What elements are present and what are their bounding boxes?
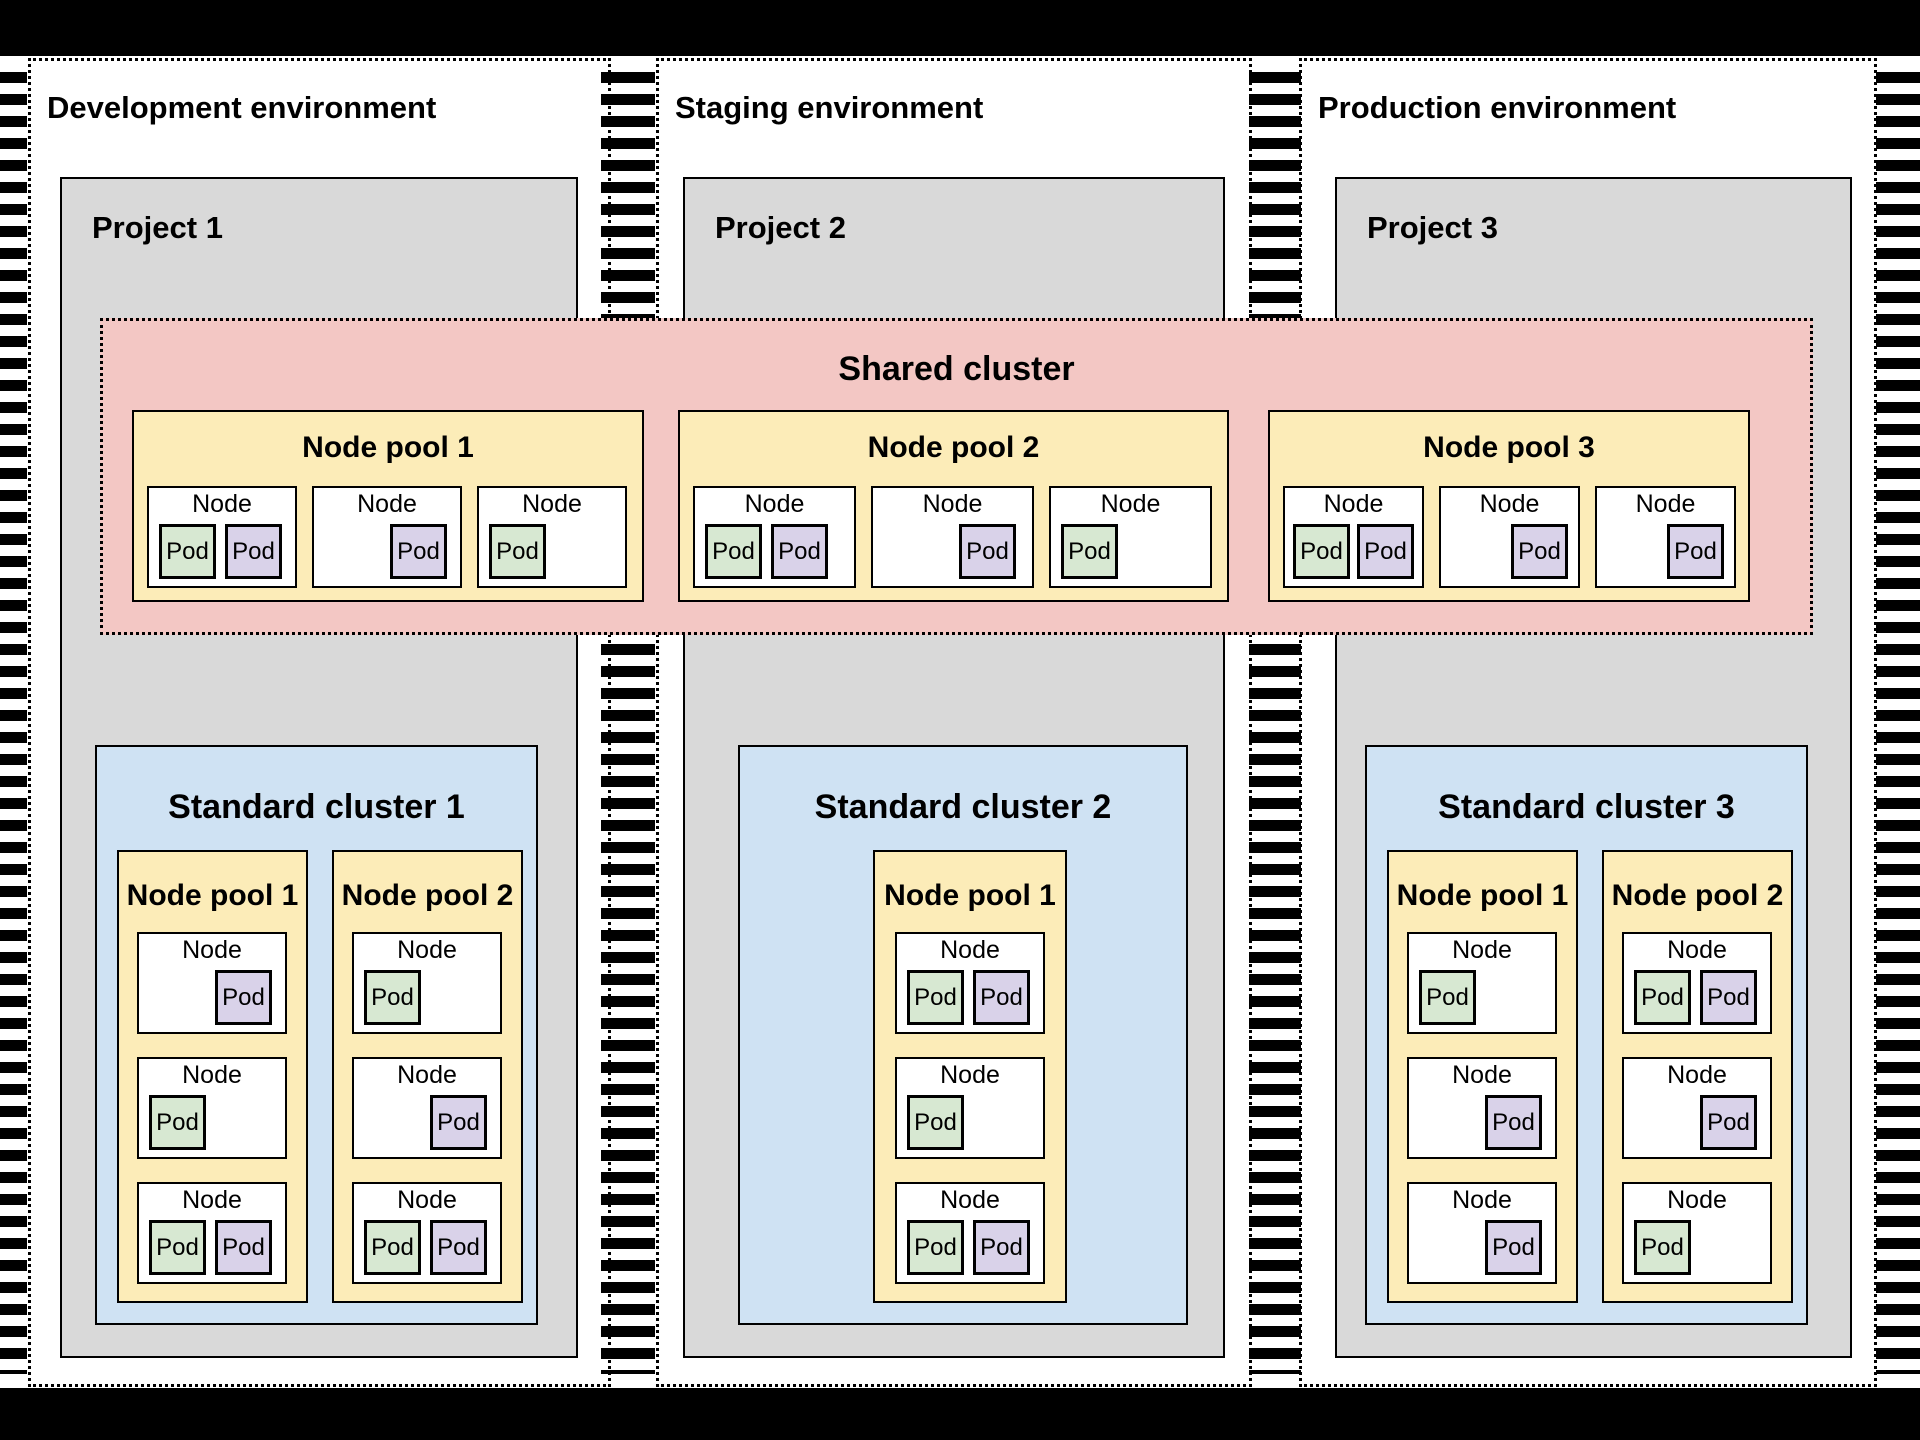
pod-green-box: Pod [705, 524, 762, 579]
environment-title: Staging environment [675, 90, 984, 125]
node-pool-title: Node pool 1 [302, 431, 474, 464]
environment-title: Production environment [1318, 90, 1677, 125]
pod-green-box: Pod [149, 1095, 206, 1150]
pod-purple-box: Pod [1485, 1095, 1542, 1150]
pod-green-box: Pod [364, 970, 421, 1025]
node-title: Node [1452, 1186, 1512, 1214]
pod-purple-box: Pod [1700, 970, 1757, 1025]
node-title: Node [1667, 936, 1727, 964]
node-title: Node [522, 490, 582, 518]
environment-title: Development environment [47, 90, 437, 125]
node-title: Node [940, 936, 1000, 964]
pod-purple-box: Pod [1357, 524, 1414, 579]
node-pool-title: Node pool 2 [867, 431, 1040, 464]
node-title: Node [397, 936, 457, 964]
standard-cluster-title: Standard cluster 2 [814, 788, 1112, 826]
project-title: Project 1 [92, 210, 223, 245]
hatch-separator-bar [1876, 72, 1920, 1374]
pod-green-box: Pod [1293, 524, 1350, 579]
pod-purple-box: Pod [430, 1220, 487, 1275]
node-title: Node [397, 1061, 457, 1089]
node-title: Node [182, 936, 242, 964]
pod-green-box: Pod [1634, 1220, 1691, 1275]
node-title: Node [1635, 490, 1696, 518]
hatch-separator-bar [601, 72, 655, 1374]
pod-purple-box: Pod [215, 1220, 272, 1275]
node-pool-title: Node pool 1 [884, 879, 1056, 912]
pod-purple-box: Pod [771, 524, 828, 579]
pod-green-box: Pod [1419, 970, 1476, 1025]
standard-cluster-title: Standard cluster 1 [168, 788, 465, 826]
pod-purple-box: Pod [1667, 524, 1724, 579]
hatch-separator-bar [1249, 72, 1301, 1374]
node-title: Node [1667, 1186, 1727, 1214]
node-title: Node [192, 490, 252, 518]
pod-green-box: Pod [907, 1095, 964, 1150]
node-title: Node [922, 490, 983, 518]
node-title: Node [940, 1061, 1000, 1089]
node-title: Node [397, 1186, 457, 1214]
node-pool-title: Node pool 1 [126, 879, 299, 912]
pod-purple-box: Pod [225, 524, 282, 579]
node-title: Node [1323, 490, 1384, 518]
node-title: Node [182, 1186, 242, 1214]
node-title: Node [1100, 490, 1161, 518]
node-title: Node [1452, 936, 1512, 964]
bottom-black-bar [0, 1388, 1920, 1440]
node-pool-title: Node pool 2 [341, 879, 514, 912]
pod-purple-box: Pod [1485, 1220, 1542, 1275]
pod-green-box: Pod [1061, 524, 1118, 579]
pod-green-box: Pod [489, 524, 546, 579]
pod-purple-box: Pod [959, 524, 1016, 579]
node-title: Node [940, 1186, 1000, 1214]
pod-purple-box: Pod [430, 1095, 487, 1150]
shared-cluster-title: Shared cluster [838, 350, 1075, 388]
node-pool-title: Node pool 3 [1423, 431, 1595, 464]
pod-green-box: Pod [907, 1220, 964, 1275]
node-title: Node [1667, 1061, 1727, 1089]
pod-green-box: Pod [1634, 970, 1691, 1025]
pod-purple-box: Pod [1511, 524, 1568, 579]
pod-green-box: Pod [364, 1220, 421, 1275]
hatch-separator-bar [0, 72, 27, 1374]
node-pool-title: Node pool 1 [1396, 879, 1569, 912]
project-title: Project 3 [1367, 210, 1498, 245]
pod-purple-box: Pod [1700, 1095, 1757, 1150]
pod-purple-box: Pod [390, 524, 447, 579]
project-title: Project 2 [715, 210, 846, 245]
node-title: Node [1479, 490, 1540, 518]
pod-purple-box: Pod [973, 970, 1030, 1025]
node-title: Node [357, 490, 417, 518]
pod-green-box: Pod [907, 970, 964, 1025]
pod-purple-box: Pod [973, 1220, 1030, 1275]
pod-green-box: Pod [159, 524, 216, 579]
node-pool-title: Node pool 2 [1611, 879, 1784, 912]
node-title: Node [744, 490, 805, 518]
node-title: Node [182, 1061, 242, 1089]
standard-cluster-title: Standard cluster 3 [1438, 788, 1735, 826]
top-black-bar [0, 0, 1920, 56]
node-title: Node [1452, 1061, 1512, 1089]
pod-purple-box: Pod [215, 970, 272, 1025]
pod-green-box: Pod [149, 1220, 206, 1275]
